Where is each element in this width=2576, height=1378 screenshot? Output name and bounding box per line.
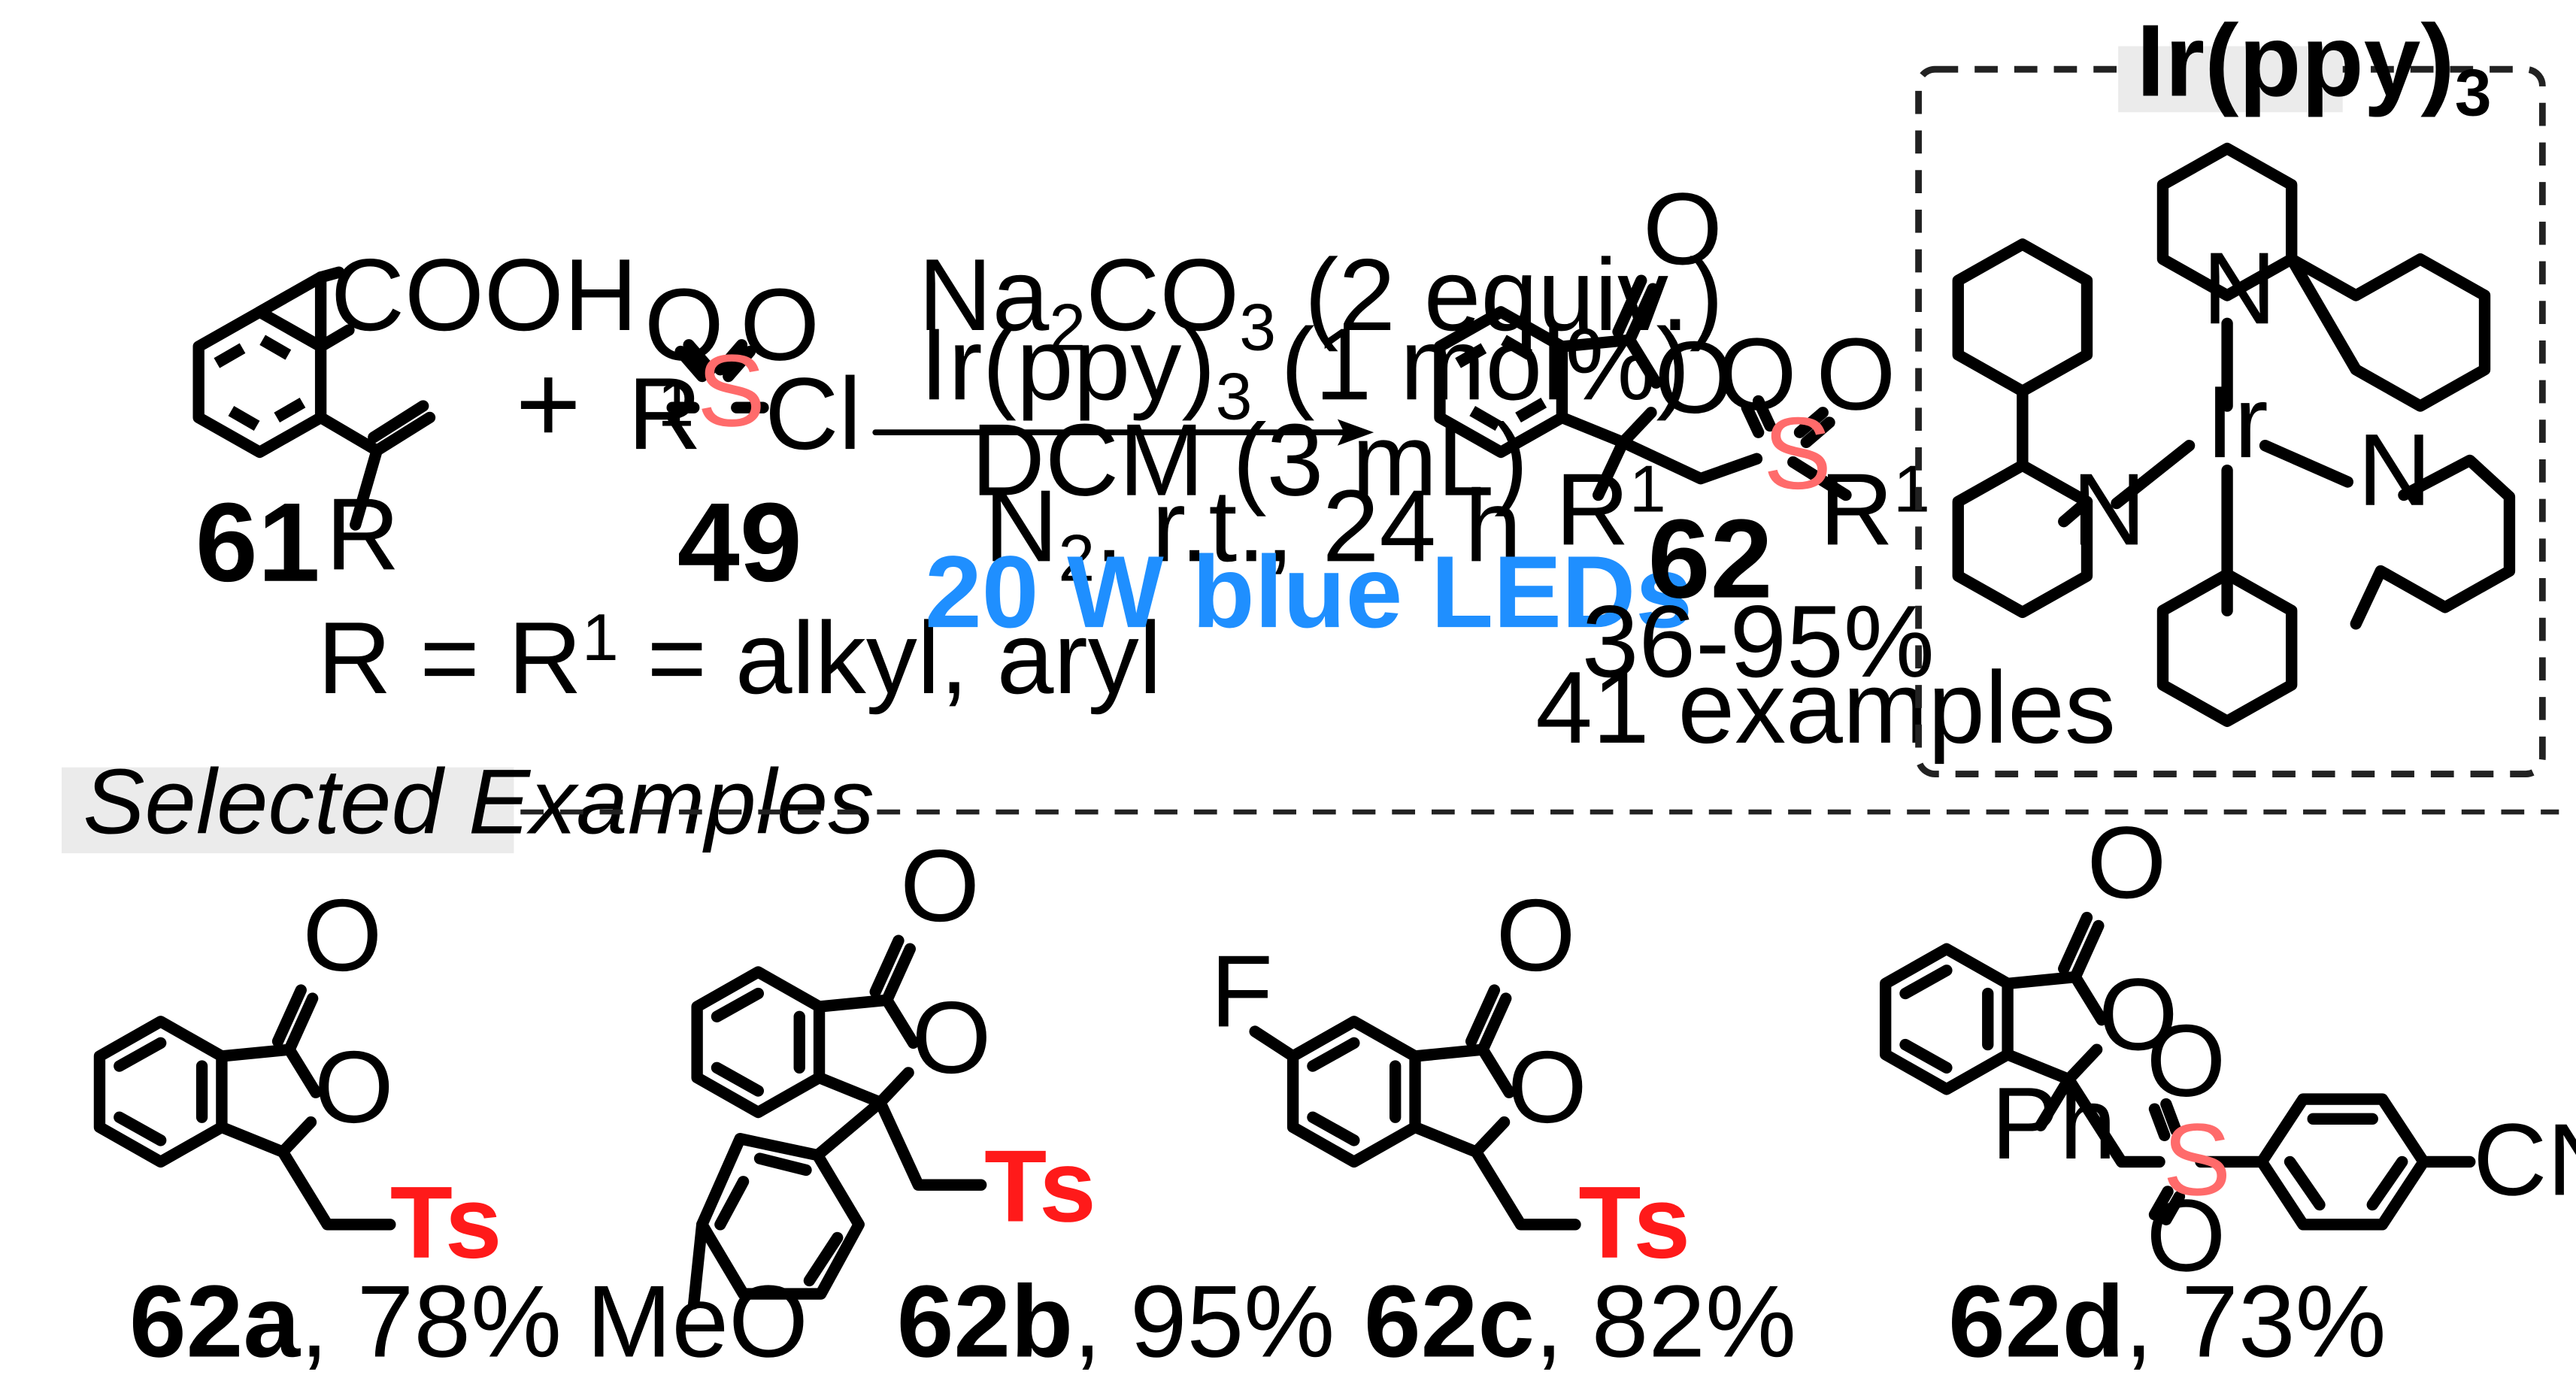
reactant-49-structure <box>666 339 769 413</box>
product-yield-range: 36-95% <box>1582 584 1935 698</box>
o-ring-62: O <box>1654 320 1734 435</box>
ts-62c: Ts <box>1578 1165 1690 1280</box>
o-62c-carbonyl: O <box>1496 878 1576 992</box>
ir-n-right: N <box>2357 413 2431 527</box>
r1-label-62: R1 <box>1556 452 1666 566</box>
o-62d-sulfonyl-b: O <box>2147 1178 2226 1292</box>
example-62b-caption: 62b, 95% <box>897 1264 1335 1378</box>
selected-examples-bg <box>61 767 514 853</box>
example-62d-structure <box>1879 911 2476 1231</box>
r-definition: R = R1 = alkyl, aryl <box>317 601 1162 715</box>
ir-n-left: N <box>2072 452 2146 566</box>
sulfur-62d: S <box>2162 1102 2231 1216</box>
example-62a-caption: 62a, 78% <box>129 1264 562 1378</box>
example-62b-structure <box>688 934 987 1310</box>
cn-62d: CN <box>2473 1102 2576 1216</box>
o-sulfonyl-a-62: O <box>1717 316 1797 431</box>
conditions-line3: DCM (3 mL) <box>971 403 1529 517</box>
catalyst-title-bg <box>2118 46 2343 113</box>
cooh-label: COOH <box>331 238 638 352</box>
o-62b-ring: O <box>911 980 991 1095</box>
ir-ppy3-structure <box>1952 142 2516 727</box>
o-right-49: O <box>740 268 820 382</box>
reaction-arrowhead <box>1337 419 1374 446</box>
o-62c-ring: O <box>1508 1030 1587 1144</box>
f-62c: F <box>1211 934 1273 1048</box>
r-label-61: R <box>326 477 399 591</box>
o-62d-ring: O <box>2099 957 2178 1071</box>
compound-61-id: 61 <box>195 480 320 605</box>
compound-49-id: 49 <box>677 480 802 605</box>
ome-62b: MeO <box>586 1264 808 1378</box>
o-62b-carbonyl: O <box>900 828 980 943</box>
example-62a-structure <box>93 984 396 1231</box>
product-62-structure <box>1434 274 1852 501</box>
o-62d-sulfonyl-a: O <box>2147 1004 2226 1118</box>
ts-62b: Ts <box>984 1128 1096 1243</box>
ir-metal-label: Ir <box>2206 365 2268 479</box>
conditions-line4: N2, r.t., 24 h <box>984 468 1522 595</box>
catalyst-title: Ir(ppy)3 <box>2136 3 2491 129</box>
example-62d-caption: 62d, 73% <box>1948 1264 2387 1378</box>
r1-sup-49: 1 <box>657 366 694 440</box>
plus-sign: + <box>516 341 581 466</box>
o-62a-carbonyl: O <box>302 878 382 992</box>
example-62c-structure <box>1249 984 1581 1231</box>
product-examples-count: 41 examples <box>1535 650 2116 765</box>
selected-examples-label: Selected Examples <box>83 751 874 854</box>
r1-label-49: R <box>628 356 702 471</box>
sulfur-49: S <box>697 333 765 447</box>
sulfur-62: S <box>1763 396 1832 510</box>
reactant-61-structure <box>192 266 436 531</box>
o-carbonyl-62: O <box>1643 171 1723 286</box>
ir-n-top: N <box>2202 231 2276 345</box>
r1-sulfonyl-62: R1 <box>1820 452 1930 566</box>
example-62c-caption: 62c, 82% <box>1364 1264 1796 1378</box>
compound-62-id: 62 <box>1648 496 1773 622</box>
cl-label: Cl <box>765 356 862 471</box>
o-62d-carbonyl: O <box>2087 805 2166 919</box>
o-62a-ring: O <box>314 1030 394 1144</box>
ph-62d: Ph <box>1991 1066 2116 1180</box>
ts-62a: Ts <box>390 1165 502 1280</box>
o-left-49: O <box>644 268 724 382</box>
o-sulfonyl-b-62: O <box>1816 316 1896 431</box>
conditions-leds: 20 W blue LEDs <box>925 535 1693 649</box>
